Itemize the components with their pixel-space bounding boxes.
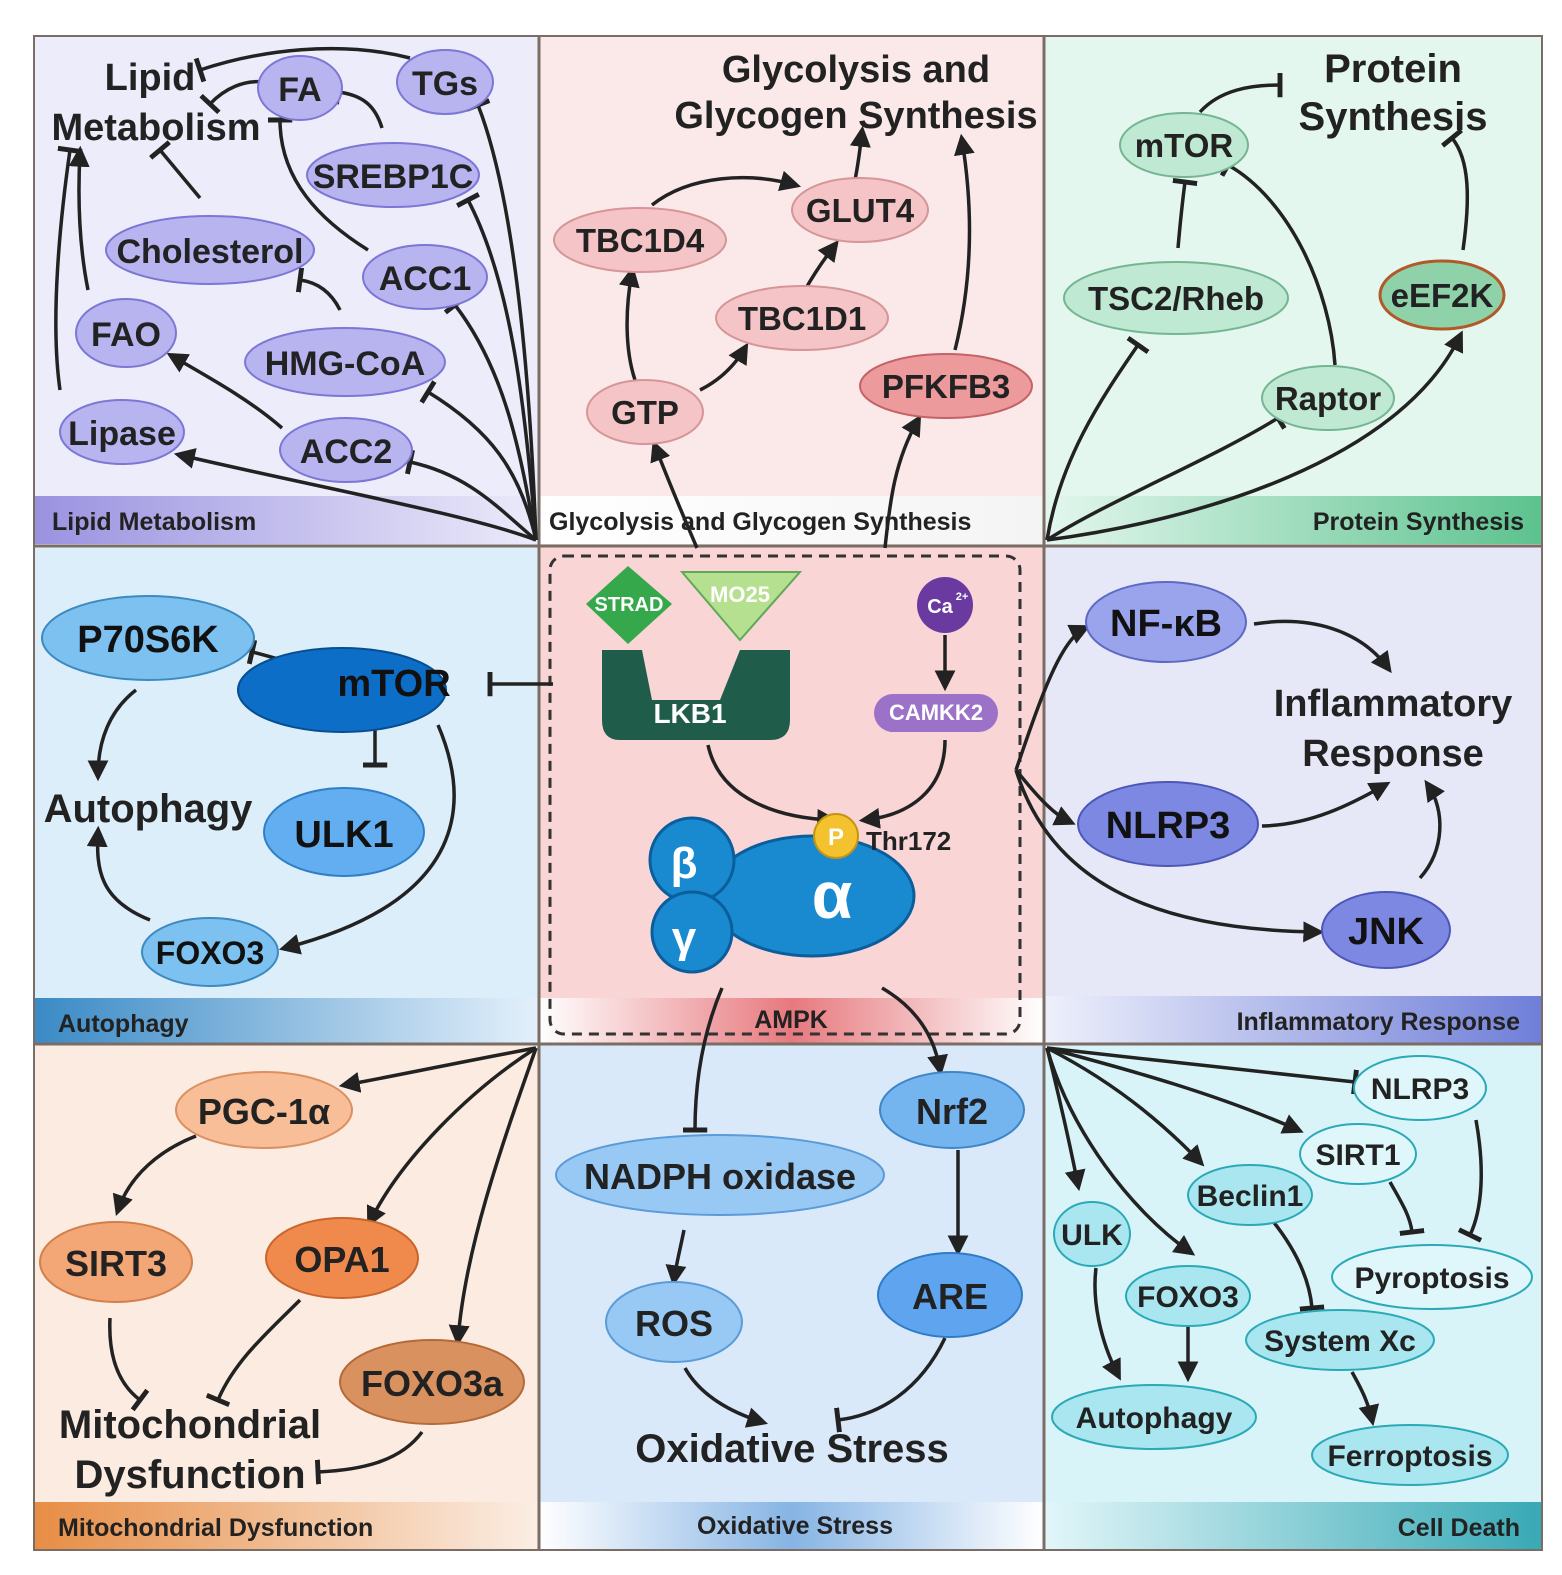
protein-title-line1: Protein [1324, 47, 1462, 91]
glyco-node-gtp: GTP [611, 394, 679, 431]
inflammatory-title-line1: Inflammatory [1274, 683, 1513, 725]
camkk2-shape [874, 694, 998, 732]
celldeath-node-systemxc: System Xc [1264, 1325, 1416, 1358]
inflammatory-node-nfkb: NF-κB [1110, 603, 1222, 645]
protein-node-raptor: Raptor [1275, 380, 1381, 417]
celldeath-bar [1044, 1502, 1542, 1550]
celldeath-node-nlrp3: NLRP3 [1371, 1073, 1469, 1106]
ampk-ca: Ca [927, 596, 953, 618]
glyco-node-glut4: GLUT4 [806, 192, 915, 229]
celldeath-node-beclin1: Beclin1 [1197, 1180, 1304, 1213]
ampk-mo25: MO25 [710, 582, 770, 607]
lipid-node-srebp1c: SREBP1C [313, 158, 474, 196]
ampk-strad: STRAD [595, 594, 664, 616]
ampk-dashed-box [548, 554, 1022, 1036]
ampk-bar [539, 998, 1044, 1044]
protein-title-line2: Synthesis [1299, 95, 1488, 139]
protein-node-tsc2: TSC2/Rheb [1088, 280, 1264, 317]
ampk-alpha: α [812, 858, 853, 932]
glycolysis-title-line1: Glycolysis and [722, 49, 990, 91]
lipid-bar-label: Lipid Metabolism [52, 508, 256, 536]
celldeath-node-pyroptosis: Pyroptosis [1354, 1262, 1509, 1295]
mito-node-sirt3: SIRT3 [65, 1243, 167, 1284]
mito-title-line2: Dysfunction [74, 1453, 305, 1497]
oxidative-node-nadph: NADPH oxidase [584, 1156, 856, 1197]
autophagy-bar [34, 998, 539, 1044]
protein-node-mtor: mTOR [1135, 127, 1234, 164]
mito-title-line1: Mitochondrial [59, 1403, 321, 1447]
glyco-node-tbc1d1: TBC1D1 [738, 300, 866, 337]
mito-bar [34, 1502, 539, 1550]
lipid-bar [34, 496, 539, 544]
ampk-ca-sup: 2+ [956, 591, 969, 603]
protein-bar-label: Protein Synthesis [1313, 508, 1524, 536]
celldeath-node-autophagy: Autophagy [1076, 1402, 1233, 1435]
mito-node-pgc1a: PGC-1α [198, 1091, 330, 1132]
calcium-ion [917, 577, 973, 633]
mito-node-foxo3a: FOXO3a [361, 1363, 504, 1404]
autophagy-node-foxo3: FOXO3 [156, 935, 264, 971]
lipid-title-line1: Lipid [105, 57, 196, 99]
oxidative-title: Oxidative Stress [635, 1427, 949, 1471]
autophagy-title: Autophagy [44, 787, 254, 831]
ampk-beta: β [671, 839, 698, 888]
ampk-gamma: γ [672, 913, 697, 962]
mito-node-opa1: OPA1 [294, 1239, 389, 1280]
lipid-node-acc2: ACC2 [300, 433, 393, 471]
protein-bar [1044, 496, 1542, 544]
lipid-title-line2: Metabolism [51, 107, 260, 149]
celldeath-node-foxo3: FOXO3 [1137, 1281, 1239, 1314]
glyco-node-tbc1d4: TBC1D4 [576, 222, 705, 259]
glycolysis-bar-label: Glycolysis and Glycogen Synthesis [549, 508, 971, 536]
celldeath-node-ulk: ULK [1061, 1219, 1123, 1252]
oxidative-node-nrf2: Nrf2 [916, 1091, 988, 1132]
inflammatory-title-line2: Response [1302, 733, 1484, 775]
oxidative-bar-label: Oxidative Stress [697, 1512, 893, 1540]
inflammatory-node-nlrp3: NLRP3 [1106, 805, 1231, 847]
ampk-camkk2: CAMKK2 [889, 700, 983, 725]
protein-node-eef2k: eEF2K [1391, 277, 1494, 314]
ampk-bar-label: AMPK [754, 1006, 828, 1034]
glycolysis-title-line2: Glycogen Synthesis [674, 95, 1037, 137]
inflammatory-bar [1044, 996, 1542, 1044]
ampk-subunits: α β γ P Thr172 [648, 813, 951, 974]
inflammatory-bar-label: Inflammatory Response [1237, 1008, 1521, 1036]
glycolysis-bar [539, 496, 1044, 544]
autophagy-bar-label: Autophagy [58, 1010, 189, 1038]
oxidative-node-are: ARE [912, 1276, 988, 1317]
ampk-thr172: Thr172 [866, 826, 951, 856]
lipid-node-hmgcoa: HMG-CoA [265, 345, 426, 383]
autophagy-node-p70s6k: P70S6K [77, 619, 219, 661]
mito-bar-label: Mitochondrial Dysfunction [58, 1514, 373, 1542]
inflammatory-node-jnk: JNK [1348, 911, 1425, 953]
ampk-phospho: P [828, 824, 844, 851]
mo25-shape [679, 571, 803, 642]
strad-shape [586, 566, 672, 644]
ampk-complex: LKB1 STRAD MO25 Ca 2+ CAMKK2 [586, 566, 998, 740]
lipid-node-acc1: ACC1 [379, 260, 472, 298]
autophagy-node-mtor: mTOR [337, 663, 450, 705]
autophagy-node-ulk1: ULK1 [294, 814, 393, 856]
celldeath-bar-label: Cell Death [1398, 1514, 1520, 1542]
celldeath-node-ferroptosis: Ferroptosis [1327, 1440, 1492, 1473]
ampk-lkb1: LKB1 [653, 698, 726, 729]
oxidative-node-ros: ROS [635, 1303, 713, 1344]
oxidative-bar [539, 1502, 1044, 1550]
celldeath-node-sirt1: SIRT1 [1315, 1139, 1400, 1172]
glyco-node-pfkfb3: PFKFB3 [882, 368, 1010, 405]
lipid-node-lipase: Lipase [68, 415, 176, 453]
lipid-node-fao: FAO [91, 316, 161, 354]
lipid-node-cholesterol: Cholesterol [116, 233, 303, 271]
lipid-node-fa: FA [278, 71, 321, 109]
lipid-node-tgs: TGs [412, 65, 478, 103]
